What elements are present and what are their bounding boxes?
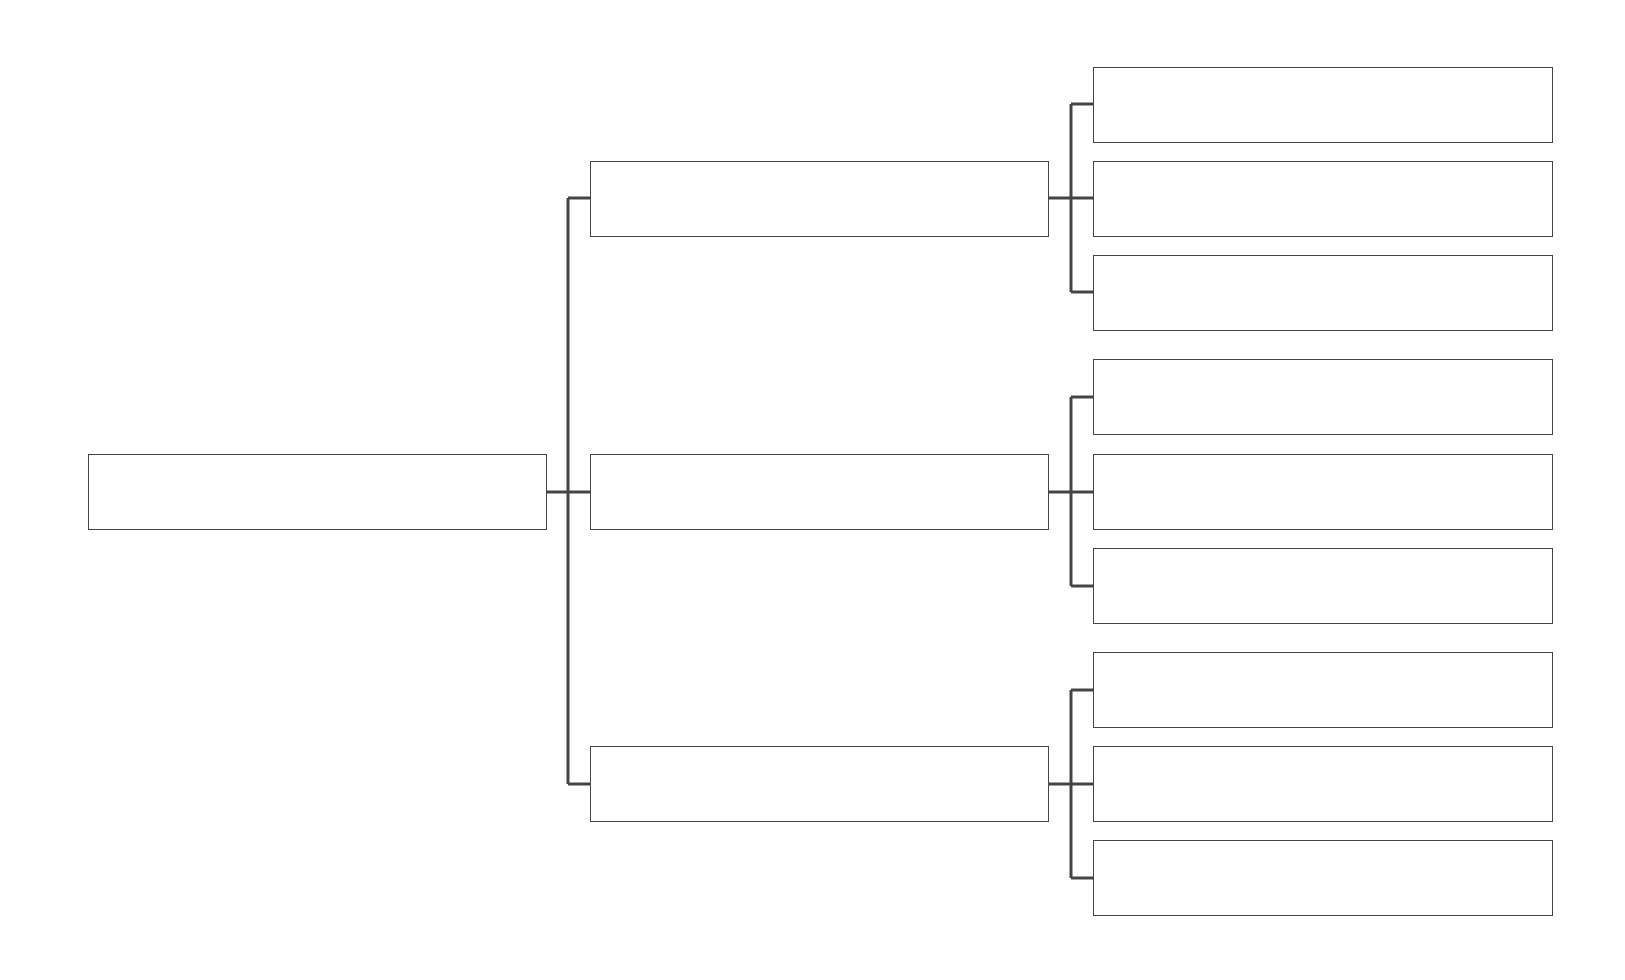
connector-branch-3: [1049, 688, 1093, 880]
branch-node-3: [590, 746, 1049, 822]
leaf-node-2-1: [1093, 359, 1553, 435]
leaf-node-1-1: [1093, 67, 1553, 143]
leaf-node-2-2: [1093, 454, 1553, 530]
leaf-node-3-1: [1093, 652, 1553, 728]
leaf-node-1-2: [1093, 161, 1553, 237]
leaf-node-3-2: [1093, 746, 1553, 822]
root-node: [88, 454, 547, 530]
branch-node-2: [590, 454, 1049, 530]
connector-branch-2: [1049, 395, 1093, 588]
leaf-node-2-3: [1093, 548, 1553, 624]
leaf-node-3-3: [1093, 840, 1553, 916]
leaf-node-1-3: [1093, 255, 1553, 331]
connector-branch-1: [1049, 102, 1093, 294]
branch-node-1: [590, 161, 1049, 237]
connector-root: [546, 196, 590, 786]
